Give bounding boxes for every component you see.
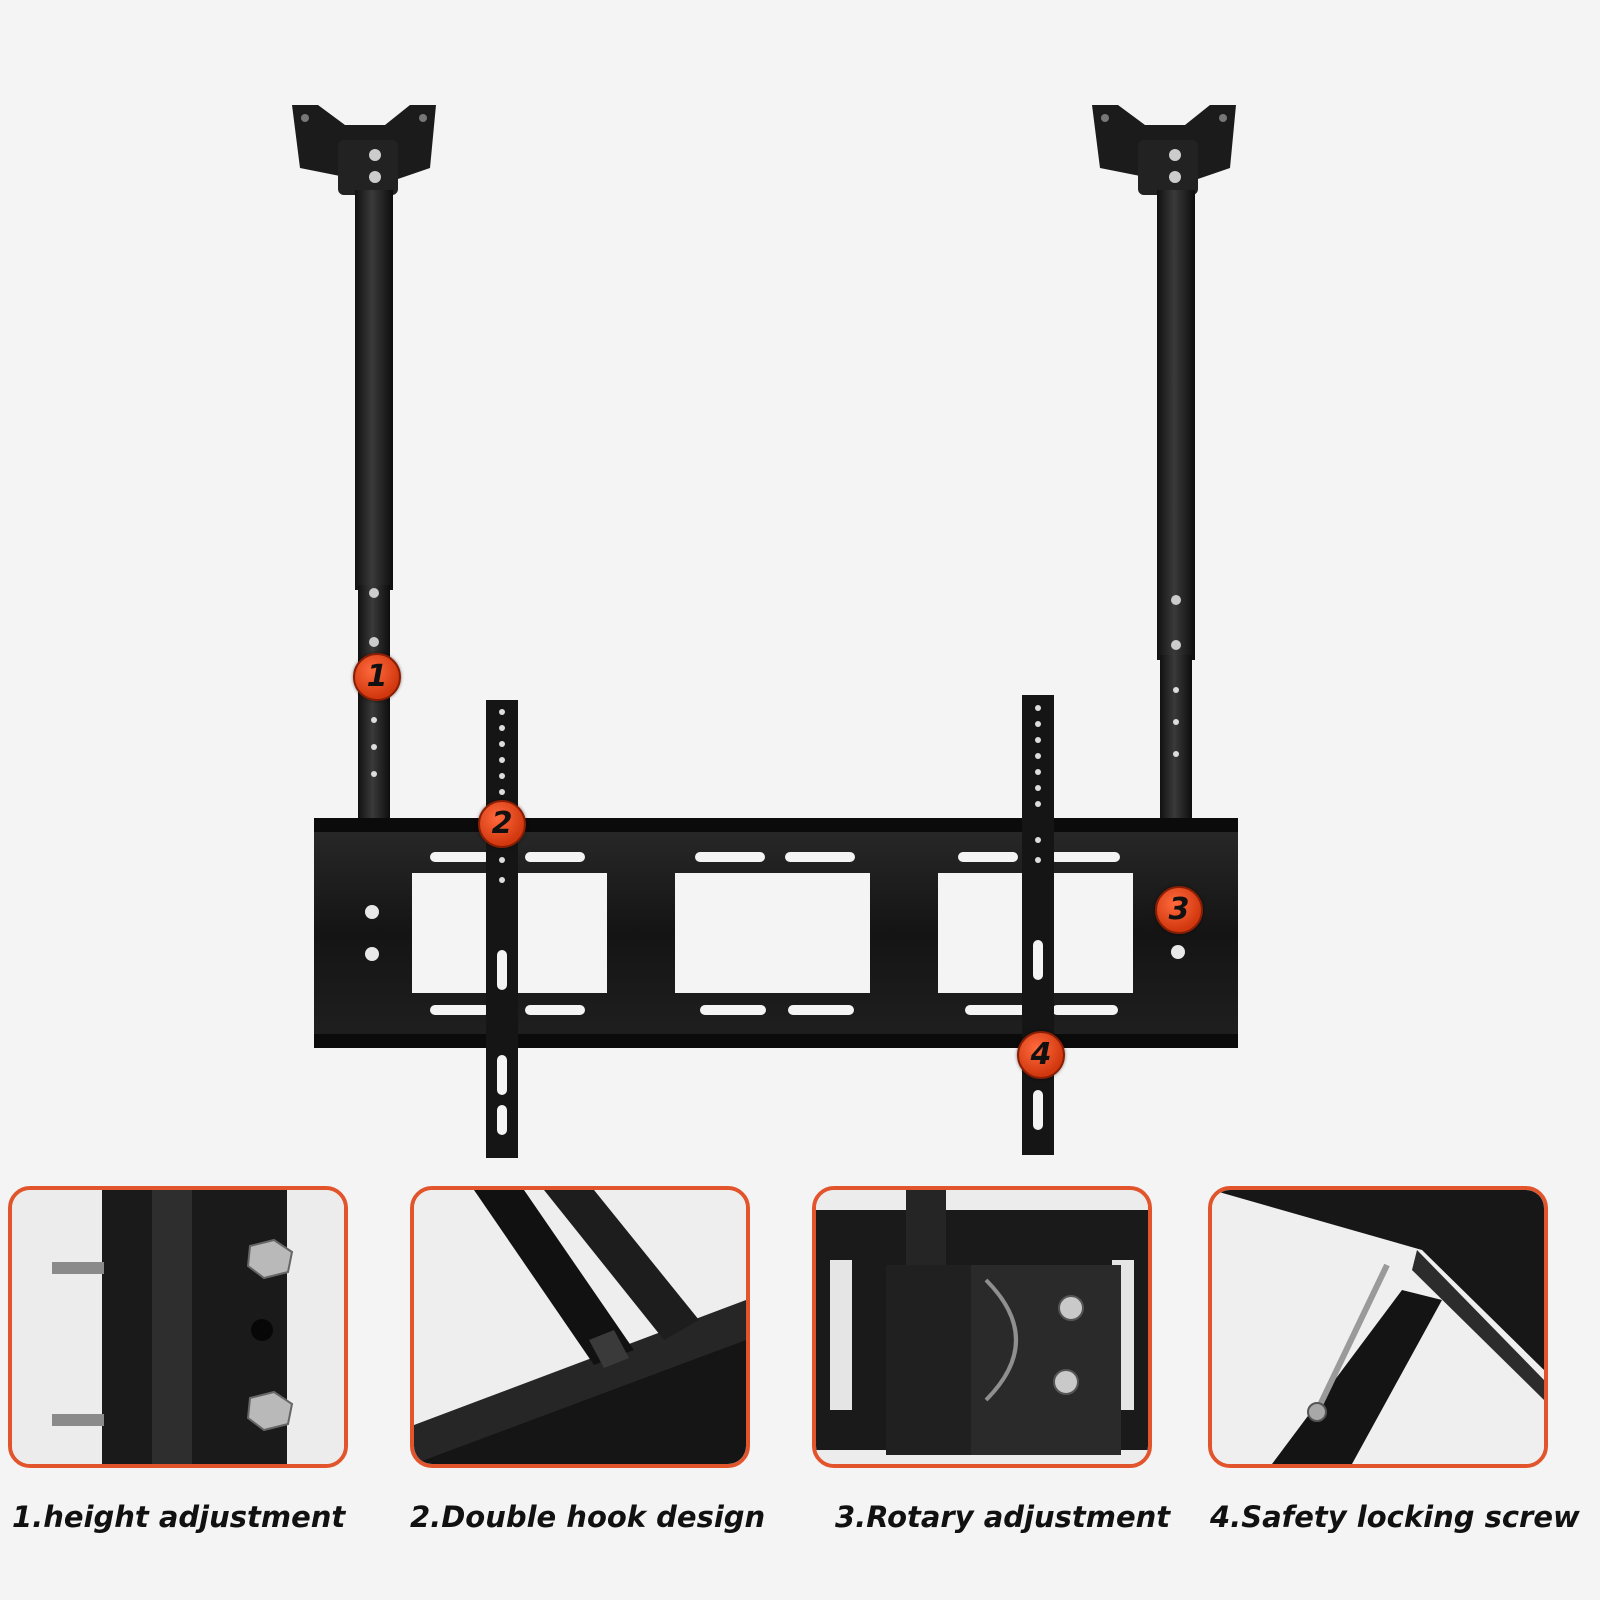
right-ceiling-bracket [1092, 105, 1236, 195]
caption-double-hook: 2.Double hook design [410, 1500, 766, 1534]
left-pole [355, 190, 393, 820]
ceiling-mount-drawing [292, 105, 1238, 1158]
left-hook-arm [486, 700, 518, 1158]
callout-badge-1: 1 [353, 653, 401, 701]
detail-safety-screw [1208, 1186, 1548, 1468]
caption-rotary-adjustment: 3.Rotary adjustment [835, 1500, 1171, 1534]
detail-rotary-adjustment [812, 1186, 1152, 1468]
callout-badge-3: 3 [1155, 886, 1203, 934]
caption-safety-screw: 4.Safety locking screw [1210, 1500, 1580, 1534]
callout-badge-4: 4 [1017, 1031, 1065, 1079]
right-pole [1157, 190, 1195, 820]
detail-double-hook [410, 1186, 750, 1468]
detail-height-adjustment [8, 1186, 348, 1468]
mounting-plate [314, 818, 1238, 1048]
caption-height-adjustment: 1.height adjustment [12, 1500, 346, 1534]
right-hook-arm [1022, 695, 1054, 1155]
left-ceiling-bracket [292, 105, 436, 195]
callout-badge-2: 2 [478, 800, 526, 848]
